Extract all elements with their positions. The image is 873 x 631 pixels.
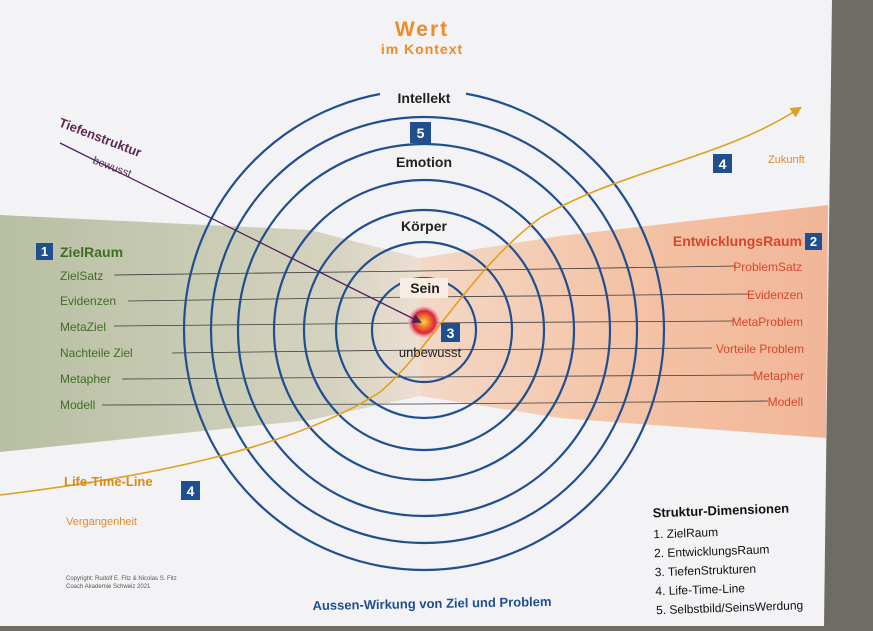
badge-4-right	[713, 154, 732, 173]
copyright-line1: Copyright: Rudolf E. Fitz & Nicolas S. F…	[66, 576, 177, 582]
badge-3-text: 3	[447, 325, 455, 341]
label-unbewusst: unbewusst	[399, 345, 462, 360]
legend-item: 2. EntwicklungsRaum	[654, 542, 770, 560]
label-bg-koerper	[390, 216, 458, 236]
label-sein: Sein	[410, 280, 440, 296]
legend-item: 1. ZielRaum	[653, 525, 718, 541]
entwicklungsraum-item: Evidenzen	[747, 288, 803, 302]
zielraum-item: MetaZiel	[60, 320, 106, 334]
left-row-lines	[101, 270, 421, 406]
copyright-line2: Coach Akademie Schweiz 2021	[66, 584, 151, 590]
legend-item: 4. Life-Time-Line	[655, 581, 745, 598]
label-bg-intellekt	[380, 87, 466, 107]
badge-1-text: 1	[41, 244, 48, 259]
zielraum-item: Modell	[60, 398, 95, 412]
label-emotion: Emotion	[396, 154, 452, 170]
badge-1	[36, 243, 53, 260]
badge-3	[441, 323, 460, 342]
badge-2-text: 2	[810, 234, 817, 249]
badge-4-right-text: 4	[719, 156, 727, 172]
title-kontext: im Kontext	[381, 41, 463, 57]
tiefenstruktur-arrow	[59, 142, 422, 323]
entwicklungsraum-item: Metapher	[753, 369, 804, 383]
legend-item: 3. TiefenStrukturen	[654, 562, 756, 580]
badge-4-left	[181, 481, 200, 500]
zielraum-item: Nachteile Ziel	[60, 346, 133, 360]
entwicklungsraum-item: MetaProblem	[732, 315, 803, 329]
label-bg-emotion	[382, 152, 466, 172]
zielraum-item: Metapher	[60, 372, 111, 386]
life-time-line	[0, 106, 802, 496]
label-vergangenheit: Vergangenheit	[66, 516, 137, 528]
title-wert: Wert	[395, 18, 449, 41]
legend: Struktur-Dimensionen 1. ZielRaum 2. Entw…	[652, 501, 804, 618]
footer-caption: Aussen-Wirkung von Ziel und Problem	[312, 594, 551, 613]
core-sein	[408, 306, 440, 338]
badge-4-left-text: 4	[187, 483, 195, 499]
label-life-time-line: Life-Time-Line	[64, 474, 153, 489]
label-koerper: Körper	[401, 218, 447, 234]
entwicklungsraum-item: Vorteile Problem	[716, 342, 804, 356]
badge-5	[410, 122, 431, 143]
entwicklungsraum-item: Modell	[768, 395, 803, 409]
entwicklungsraum-items: ProblemSatz Evidenzen MetaProblem Vortei…	[716, 260, 804, 409]
label-bg-sein	[400, 278, 448, 298]
zielraum-item: Evidenzen	[60, 294, 116, 308]
entwicklungsraum-item: ProblemSatz	[733, 260, 802, 274]
label-intellekt: Intellekt	[398, 90, 451, 106]
entwicklungsraum-title: EntwicklungsRaum	[673, 233, 802, 249]
zielraum-items: ZielSatz Evidenzen MetaZiel Nachteile Zi…	[60, 269, 133, 412]
legend-item: 5. Selbstbild/SeinsWerdung	[656, 598, 804, 617]
concentric-circles	[182, 88, 666, 572]
badge-5-text: 5	[417, 125, 425, 141]
zielraum-item: ZielSatz	[60, 269, 103, 283]
zielraum-title: ZielRaum	[60, 244, 123, 260]
badge-2	[805, 233, 822, 250]
legend-title: Struktur-Dimensionen	[652, 501, 789, 521]
label-zukunft: Zukunft	[768, 154, 805, 166]
